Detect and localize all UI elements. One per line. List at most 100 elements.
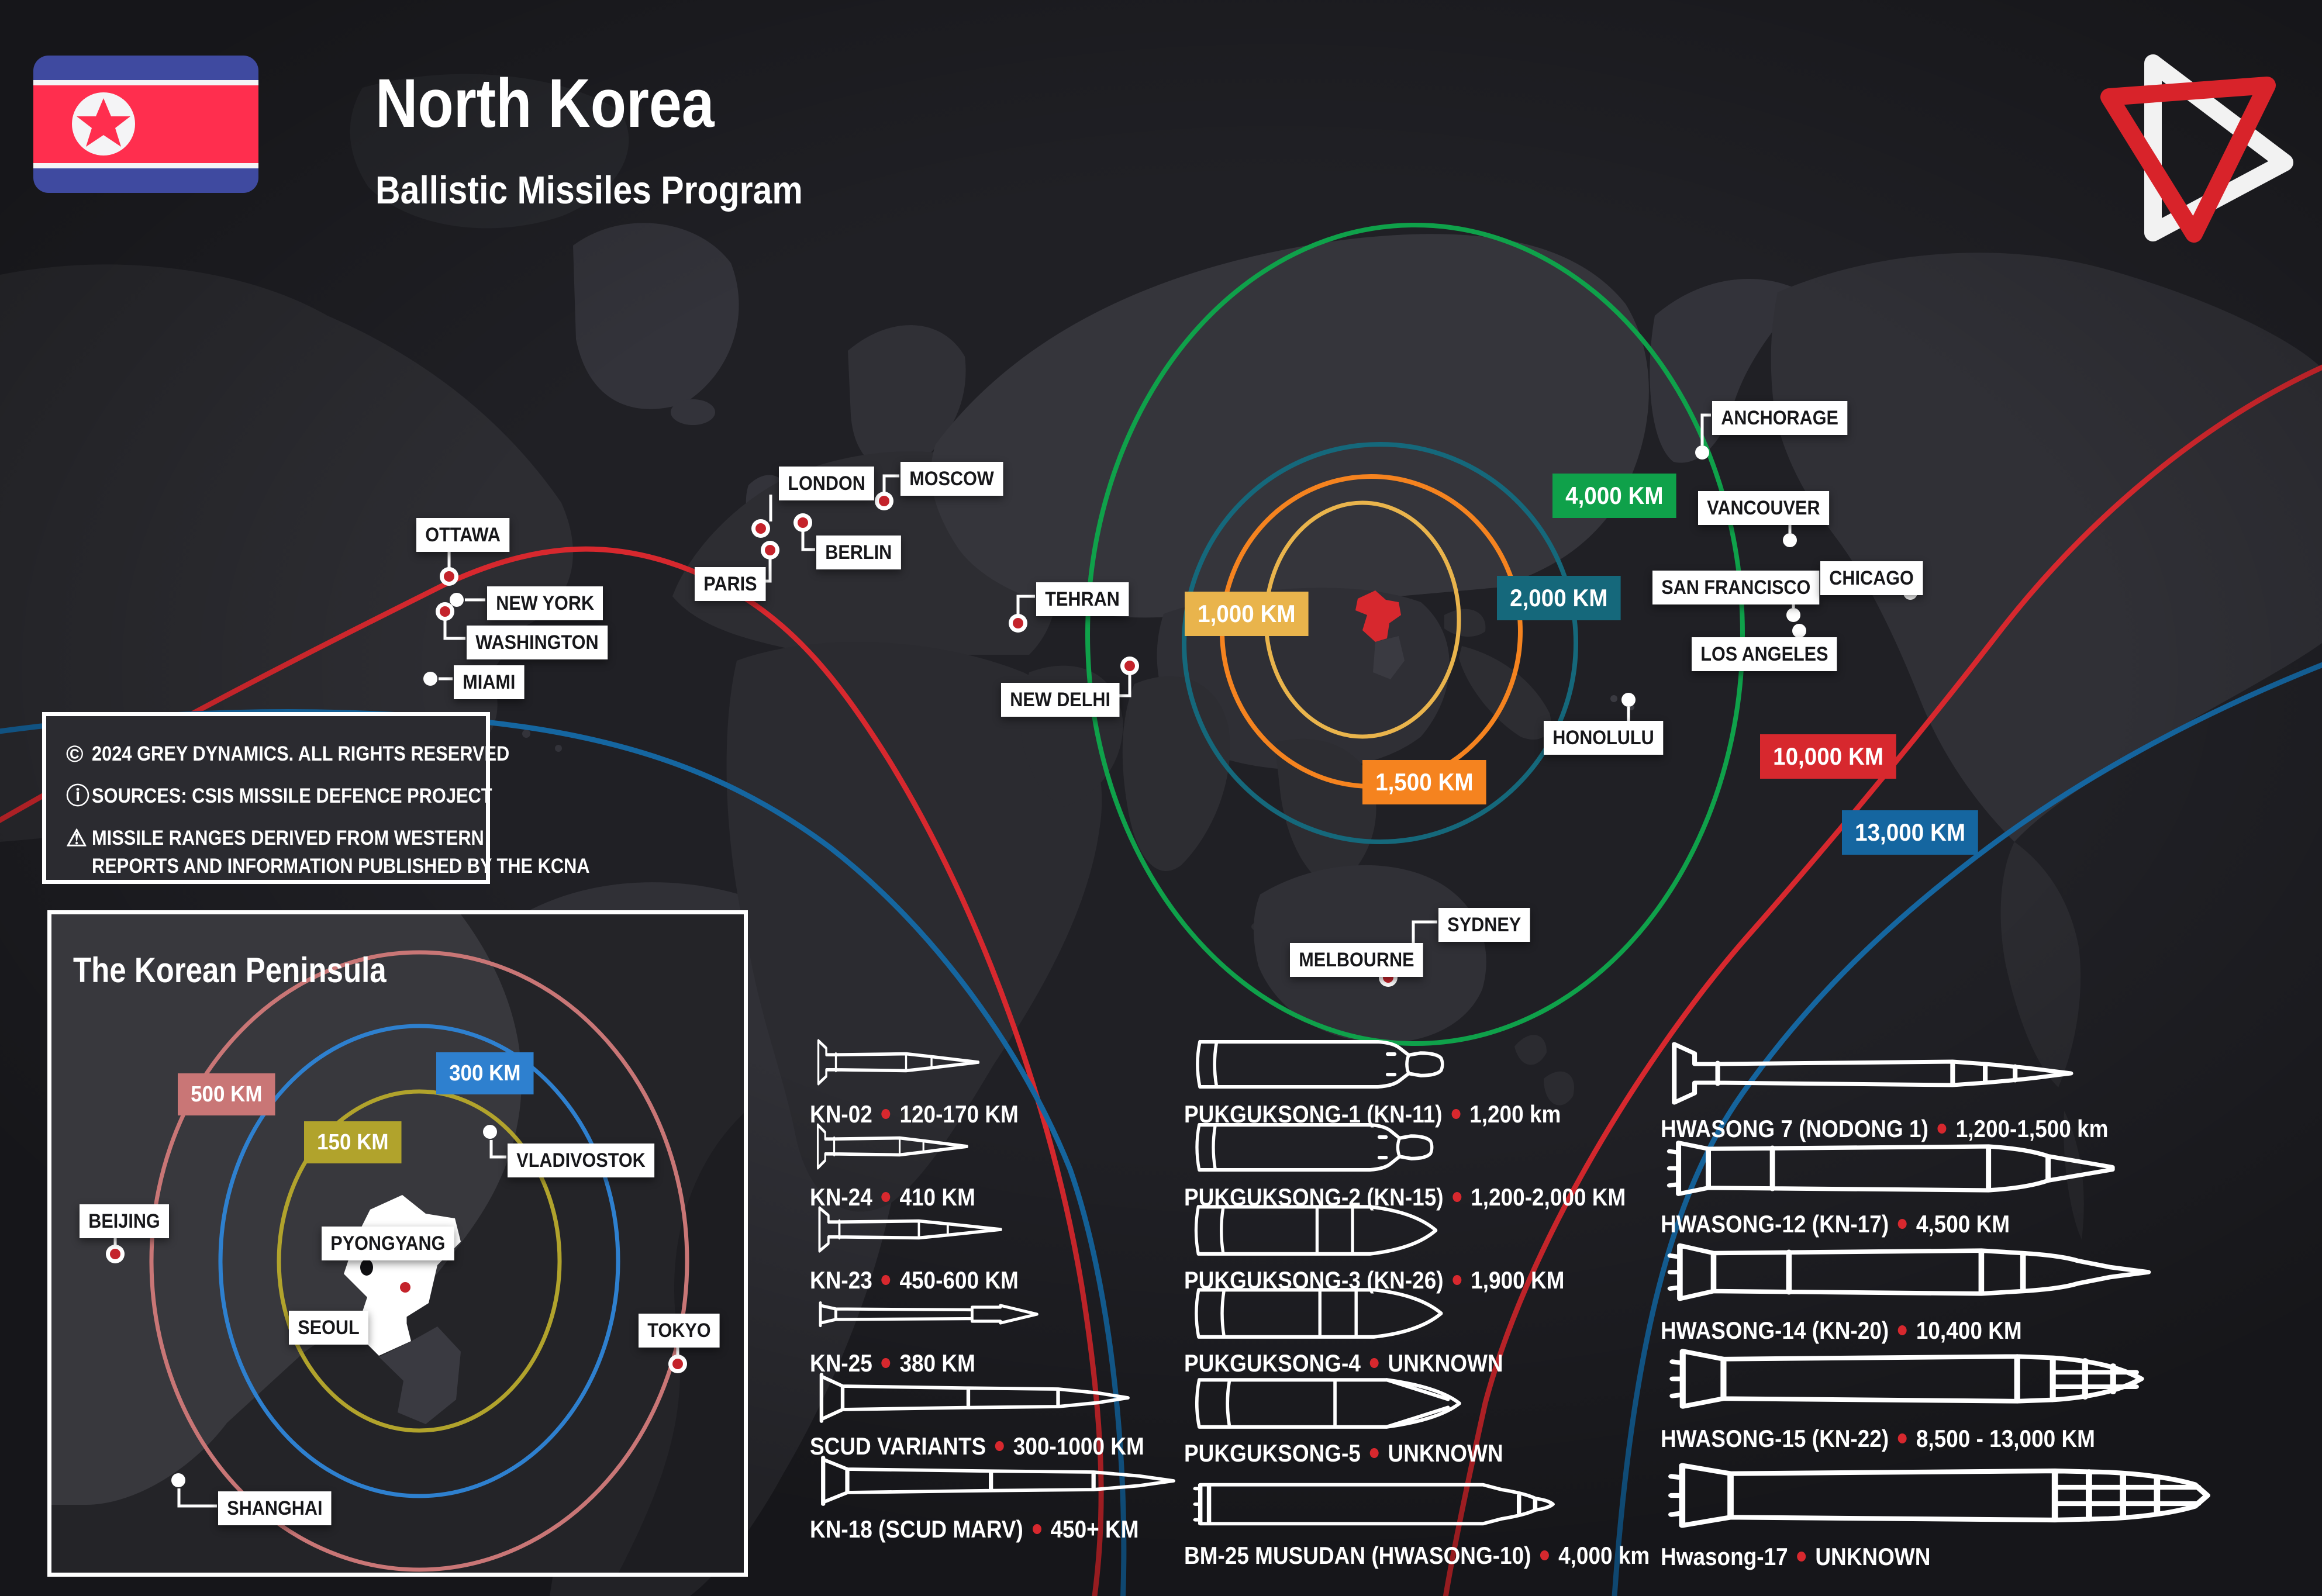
page-title: North Korea [375,65,715,142]
warning-icon: ⚠ [66,825,87,851]
city-label-los-angeles: LOS ANGELES [1692,637,1837,671]
grey-dynamics-logo [2100,54,2293,243]
badge-500km: 500 KM [178,1073,275,1115]
copyright-icon: © [66,741,84,767]
city-label-anchorage: ANCHORAGE [1712,401,1848,435]
attribution-box: ©2024 GREY DYNAMICS. ALL RIGHTS RESERVED… [42,712,590,884]
city-label-berlin: BERLIN [816,536,901,569]
missile-icon-pukguksong1 [1184,1034,1471,1095]
city-label-vancouver: VANCOUVER [1698,491,1829,525]
city-label-london: LONDON [779,467,875,500]
inset-city-dots [106,1125,687,1487]
north-korea-shape [1355,590,1401,642]
missile-icon-kn24 [810,1118,974,1174]
arc-10000km-east [1443,364,2322,1596]
city-label-beijing: BEIJING [80,1204,170,1238]
badge-13000km: 13,000 KM [1842,810,1979,855]
white-dot [1695,445,1709,460]
city-label-moscow: MOSCOW [900,462,1003,496]
missile-row-pukguksong1: PUKGUKSONG-1 (KN-11)1,200 km [1184,1100,1561,1128]
badge-300km: 300 KM [436,1052,534,1094]
north-korea-flag [33,56,258,193]
white-dot [450,593,464,607]
city-label-vladivostok: VLADIVOSTOK [508,1144,655,1177]
white-dot [423,672,437,686]
city-label-miami: MIAMI [454,665,525,699]
missile-row-kn18: KN-18 (SCUD MARV)450+ KM [810,1515,1139,1543]
city-label-pyongyang: PYONGYANG [322,1227,454,1260]
missile-row-bm25-musudan: BM-25 MUSUDAN (HWASONG-10)4,000 km [1184,1542,1650,1569]
city-label-melbourne: MELBOURNE [1290,943,1423,977]
badge-4000km: 4,000 KM [1552,474,1676,518]
red-dot [875,492,893,510]
inset-title: The Korean Peninsula [73,951,387,990]
white-dot [1783,533,1797,547]
missile-icon-hwasong7 [1661,1038,2082,1108]
red-dot [751,519,770,538]
disclaimer-line: ⚠MISSILE RANGES DERIVED FROM WESTERN REP… [66,824,658,880]
red-dot [761,541,779,559]
city-label-san-francisco: SAN FRANCISCO [1652,571,1820,604]
missile-icon-pukguksong5 [1184,1373,1476,1434]
red-dot [793,513,812,532]
info-icon: ⓘ [66,783,89,809]
inset-ring-150km [277,1089,562,1433]
flag-star [72,92,135,156]
missile-icon-kn02 [810,1034,985,1090]
missile-icon-pukguksong2 [1184,1117,1459,1178]
city-label-seoul: SEOUL [289,1311,369,1345]
ring-4000km [1085,223,1745,1046]
missile-row-hwasong15: HWASONG-15 (KN-22)8,500 - 13,000 KM [1661,1425,2095,1452]
city-label-sydney: SYDNEY [1438,908,1530,942]
missile-icon-hwasong15 [1661,1339,2187,1418]
city-label-tehran: TEHRAN [1036,582,1129,616]
inset-ring-300km [218,1024,620,1498]
city-label-new-york: NEW YORK [487,586,603,620]
copyright-line: ©2024 GREY DYNAMICS. ALL RIGHTS RESERVED [66,740,567,769]
badge-10000km: 10,000 KM [1760,734,1897,779]
missile-icon-kn18 [810,1452,1184,1510]
white-dot [1786,608,1800,622]
city-label-washington: WASHINGTON [467,626,608,659]
missile-icon-hwasong17 [1661,1455,2216,1536]
badge-1500km: 1,500 KM [1362,760,1486,804]
red-dot [436,602,454,621]
inset-map [51,914,744,1573]
missile-row-hwasong7: HWASONG 7 (NODONG 1)1,200-1,500 km [1661,1115,2109,1142]
page-subtitle: Ballistic Missiles Program [375,168,803,212]
missile-row-hwasong14: HWASONG-14 (KN-20)10,400 KM [1661,1317,2022,1344]
missile-icon-kn23 [810,1201,1009,1258]
city-label-new-delhi: NEW DELHI [1001,683,1120,717]
badge-2000km: 2,000 KM [1497,576,1621,620]
badge-150km: 150 KM [304,1121,402,1163]
missile-icon-kn25 [810,1288,1061,1341]
missile-icon-scud [810,1369,1137,1427]
city-label-shanghai: SHANGHAI [218,1491,332,1525]
arc-13000km-east [1612,662,2322,1596]
bullet-dot [881,1109,891,1119]
range-arcs [0,364,2322,1596]
red-dot [440,567,458,586]
arc-10000km-west [0,546,1104,1596]
missile-row-hwasong12: HWASONG-12 (KN-17)4,500 KM [1661,1210,2010,1238]
missile-icon-pukguksong3 [1184,1200,1459,1261]
arc-13000km-west [0,709,1127,1596]
red-dot [1009,614,1027,633]
white-dot [1621,693,1636,707]
ring-2000km [1182,442,1578,844]
inset-ring-500km [149,950,689,1572]
badge-1000km: 1,000 KM [1185,592,1309,636]
city-label-honolulu: HONOLULU [1544,721,1663,755]
city-label-chicago: CHICAGO [1820,561,1923,595]
missile-icon-pukguksong4 [1184,1283,1465,1344]
